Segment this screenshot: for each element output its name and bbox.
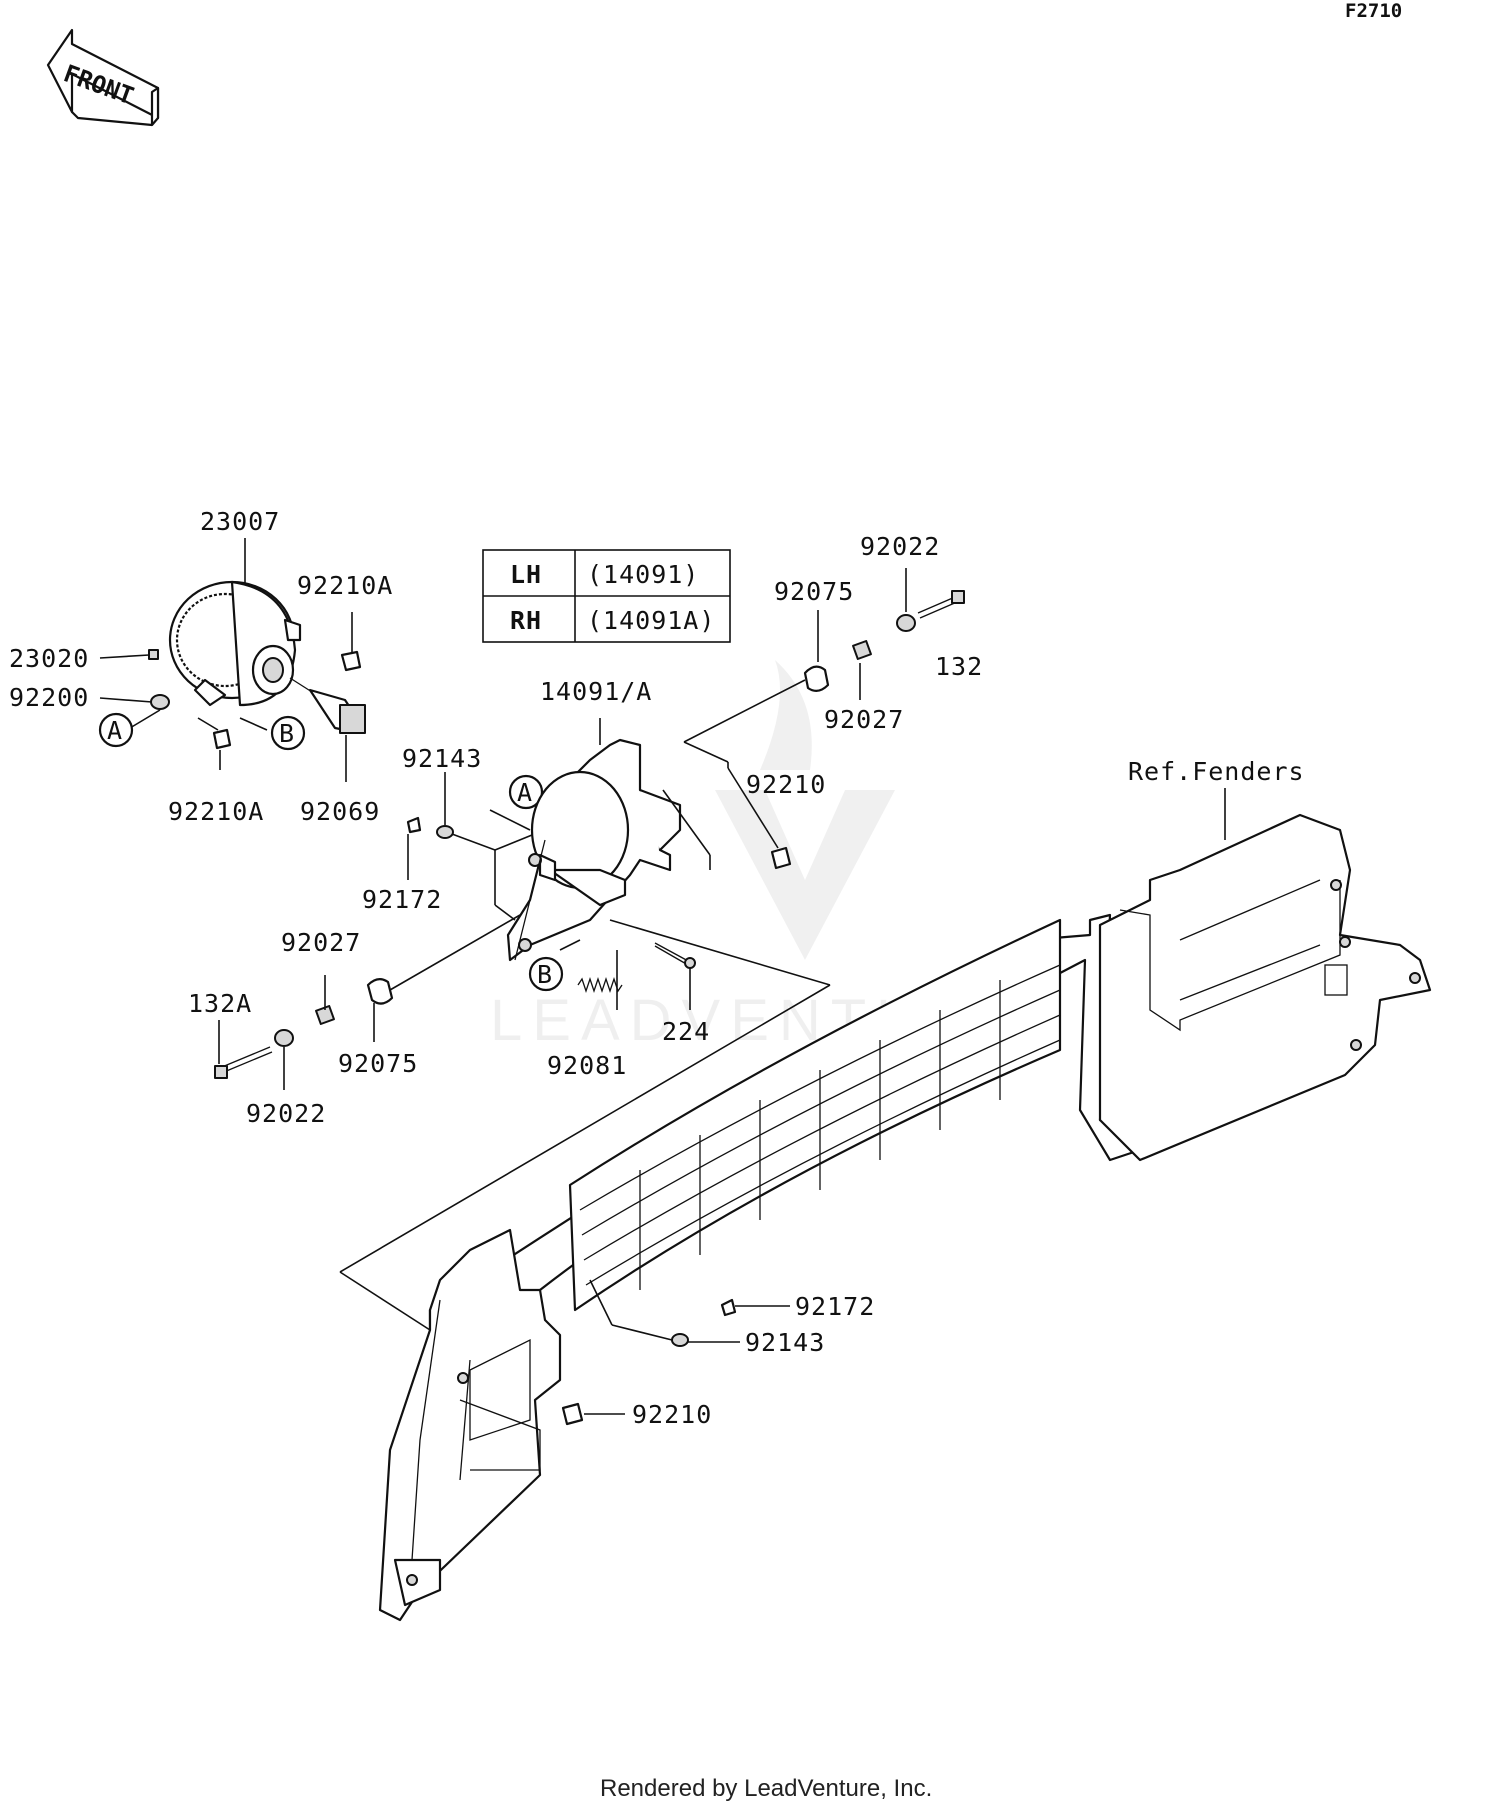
- headlight-assembly: [168, 580, 302, 707]
- callout-b-left: B: [270, 715, 306, 751]
- bolt-132: [917, 590, 965, 619]
- front-grille-panel: [378, 813, 1432, 1622]
- screw-92172-bottom: [720, 1298, 737, 1317]
- svg-text:A: A: [517, 778, 533, 807]
- front-arrow-icon: FRONT: [46, 28, 160, 127]
- label-132A: 132A: [188, 989, 252, 1018]
- label-92143-top: 92143: [402, 744, 482, 773]
- table-rh-part: (14091A): [587, 606, 715, 635]
- nut-92210-bottom: [561, 1402, 584, 1426]
- grommet-92075-top: [803, 665, 830, 692]
- bolt-224: [654, 942, 696, 969]
- callout-a-mid: A: [508, 774, 544, 810]
- collar-92027-top: [852, 640, 872, 660]
- label-224: 224: [662, 1017, 710, 1046]
- washer-92200: [150, 694, 170, 710]
- label-92027-top: 92027: [824, 705, 904, 734]
- table-rh-side: RH: [510, 606, 542, 635]
- svg-text:B: B: [537, 960, 553, 989]
- label-92069: 92069: [300, 797, 380, 826]
- label-132: 132: [935, 652, 983, 681]
- callout-b-mid: B: [528, 956, 564, 992]
- grommet-92075-left: [366, 978, 394, 1005]
- nut-92210A-bottom: [212, 728, 232, 750]
- label-ref-fenders: Ref.Fenders: [1128, 757, 1305, 786]
- label-92081: 92081: [547, 1051, 627, 1080]
- screw-92172-top: [406, 816, 422, 834]
- svg-text:A: A: [107, 716, 123, 745]
- label-92075-left: 92075: [338, 1049, 418, 1078]
- washer-92022-top: [896, 614, 916, 632]
- diagram-code: F2710: [1345, 0, 1402, 22]
- svg-text:B: B: [279, 719, 295, 748]
- washer-92143-bottom: [671, 1333, 689, 1347]
- footer-credit: Rendered by LeadVenture, Inc.: [600, 1775, 932, 1802]
- headlight-bracket-14091: [506, 738, 682, 962]
- collar-92027-left: [315, 1005, 335, 1025]
- label-92143-bottom: 92143: [745, 1328, 825, 1357]
- label-92075-top: 92075: [774, 577, 854, 606]
- label-92210A-top: 92210A: [297, 571, 393, 600]
- nut-92210-mid: [770, 846, 792, 870]
- label-92022-left: 92022: [246, 1099, 326, 1128]
- label-23020: 23020: [9, 644, 89, 673]
- bulb-92069: [289, 677, 366, 734]
- bolt-132A: [214, 1046, 273, 1079]
- table-lh-side: LH: [510, 560, 542, 589]
- nut-92210A-top: [340, 650, 362, 672]
- label-92210-mid: 92210: [746, 770, 826, 799]
- label-92210A-bottom: 92210A: [168, 797, 264, 826]
- label-92027-left: 92027: [281, 928, 361, 957]
- label-92172-bottom: 92172: [795, 1292, 875, 1321]
- label-14091A: 14091/A: [540, 677, 652, 706]
- table-lh-part: (14091): [587, 560, 699, 589]
- screw-23020: [148, 649, 159, 660]
- side-table: LH (14091) RH (14091A): [482, 549, 731, 643]
- washer-92022-left: [274, 1029, 294, 1047]
- spring-92081: [577, 976, 623, 994]
- label-92022-top: 92022: [860, 532, 940, 561]
- label-92200: 92200: [9, 683, 89, 712]
- label-92210-bottom: 92210: [632, 1400, 712, 1429]
- washer-92143-top: [436, 825, 454, 839]
- label-92172-top: 92172: [362, 885, 442, 914]
- label-23007: 23007: [200, 507, 280, 536]
- callout-a-left: A: [98, 712, 134, 748]
